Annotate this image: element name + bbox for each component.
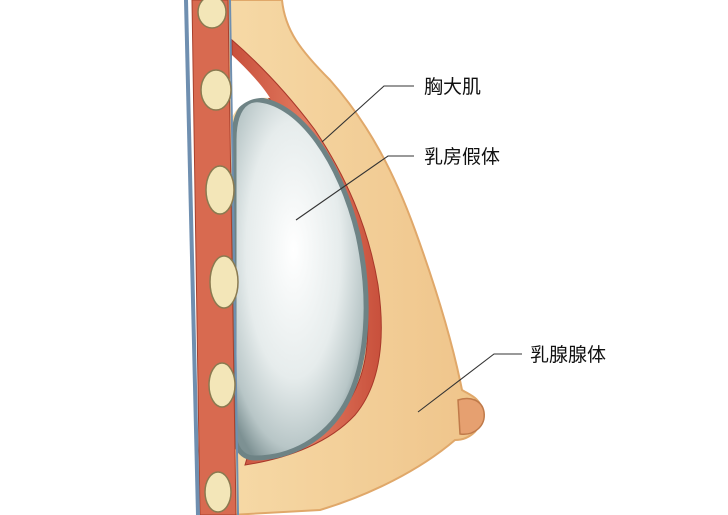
- chest-wall-fascia: [184, 0, 200, 515]
- implant-leader-line: [295, 155, 414, 221]
- rib: [208, 362, 236, 408]
- rib: [200, 69, 232, 111]
- rib: [204, 471, 232, 513]
- ribs: [197, 0, 239, 513]
- nipple: [457, 397, 485, 435]
- pectoralis-label: 胸大肌: [424, 76, 481, 98]
- rib: [205, 165, 235, 215]
- pectoralis-leader-line: [321, 85, 414, 143]
- rib: [209, 255, 239, 309]
- gland-leader-line: [417, 353, 522, 413]
- gland-label: 乳腺腺体: [530, 344, 606, 366]
- rib: [197, 0, 227, 29]
- implant-label: 乳房假体: [424, 146, 500, 168]
- upper-pocket: [232, 55, 270, 118]
